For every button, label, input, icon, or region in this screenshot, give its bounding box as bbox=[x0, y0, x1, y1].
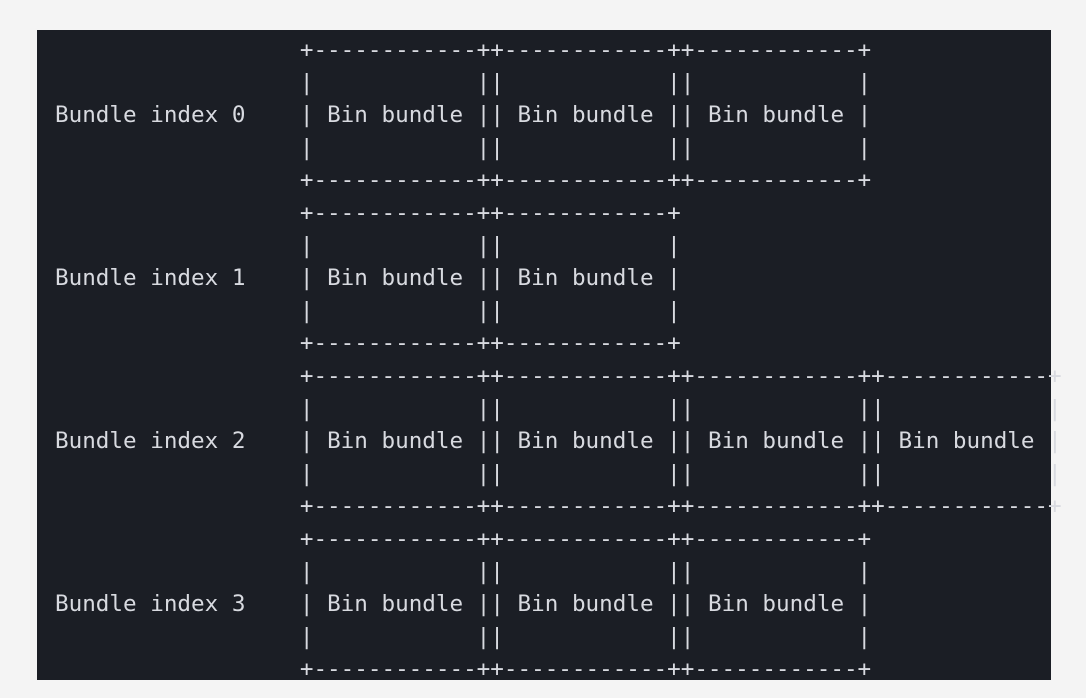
box-border-bottom: +------------++------------++-----------… bbox=[55, 167, 872, 194]
box-padding: | || || | bbox=[55, 623, 872, 650]
box-border-top: +------------++------------++-----------… bbox=[55, 525, 872, 552]
box-padding: | || || || | bbox=[55, 460, 1062, 487]
box-border-top: +------------++------------++-----------… bbox=[55, 37, 872, 63]
bin-bundle-cell: Bin bundle bbox=[517, 265, 654, 292]
bin-bundle-cell: Bin bundle bbox=[898, 428, 1035, 455]
bundle-index-label: Bundle index 2 bbox=[55, 428, 246, 455]
bin-bundle-cell: Bin bundle bbox=[517, 591, 654, 618]
bin-bundle-cell: Bin bundle bbox=[327, 265, 464, 292]
box-padding: | || || || | bbox=[55, 395, 1062, 422]
terminal-output: +------------++------------+ +-----------… bbox=[37, 30, 1062, 682]
bin-bundle-cell: Bin bundle bbox=[517, 102, 654, 129]
bin-bundle-cell: Bin bundle bbox=[517, 428, 654, 455]
bin-bundle-cell: Bin bundle bbox=[327, 102, 464, 129]
box-padding: | || || | bbox=[55, 134, 872, 161]
box-border-bottom: +------------++------------++-----------… bbox=[55, 493, 1062, 520]
box-padding: | || || | bbox=[55, 69, 872, 96]
box-border-bottom: +------------++------------++-----------… bbox=[55, 656, 872, 683]
box-border-top: +------------++------------+ bbox=[55, 199, 681, 226]
box-padding: | || || | bbox=[55, 558, 872, 585]
bundle-index-label: Bundle index 0 bbox=[55, 102, 246, 129]
bin-bundle-cell: Bin bundle bbox=[327, 428, 464, 455]
bin-bundle-cell: Bin bundle bbox=[327, 591, 464, 618]
box-border-bottom: +------------++------------+ bbox=[55, 330, 681, 357]
bundle-index-label: Bundle index 3 bbox=[55, 591, 246, 618]
bundle-diagram: +------------++------------+ +-----------… bbox=[55, 37, 1062, 683]
box-padding: | || | bbox=[55, 232, 681, 259]
bin-bundle-cell: Bin bundle bbox=[708, 428, 845, 455]
bundle-index-label: Bundle index 1 bbox=[55, 265, 246, 292]
bin-bundle-cell: Bin bundle bbox=[708, 591, 845, 618]
box-padding: | || | bbox=[55, 297, 681, 324]
box-border-top: +------------++------------++-----------… bbox=[55, 362, 1062, 389]
bin-bundle-cell: Bin bundle bbox=[708, 102, 845, 129]
